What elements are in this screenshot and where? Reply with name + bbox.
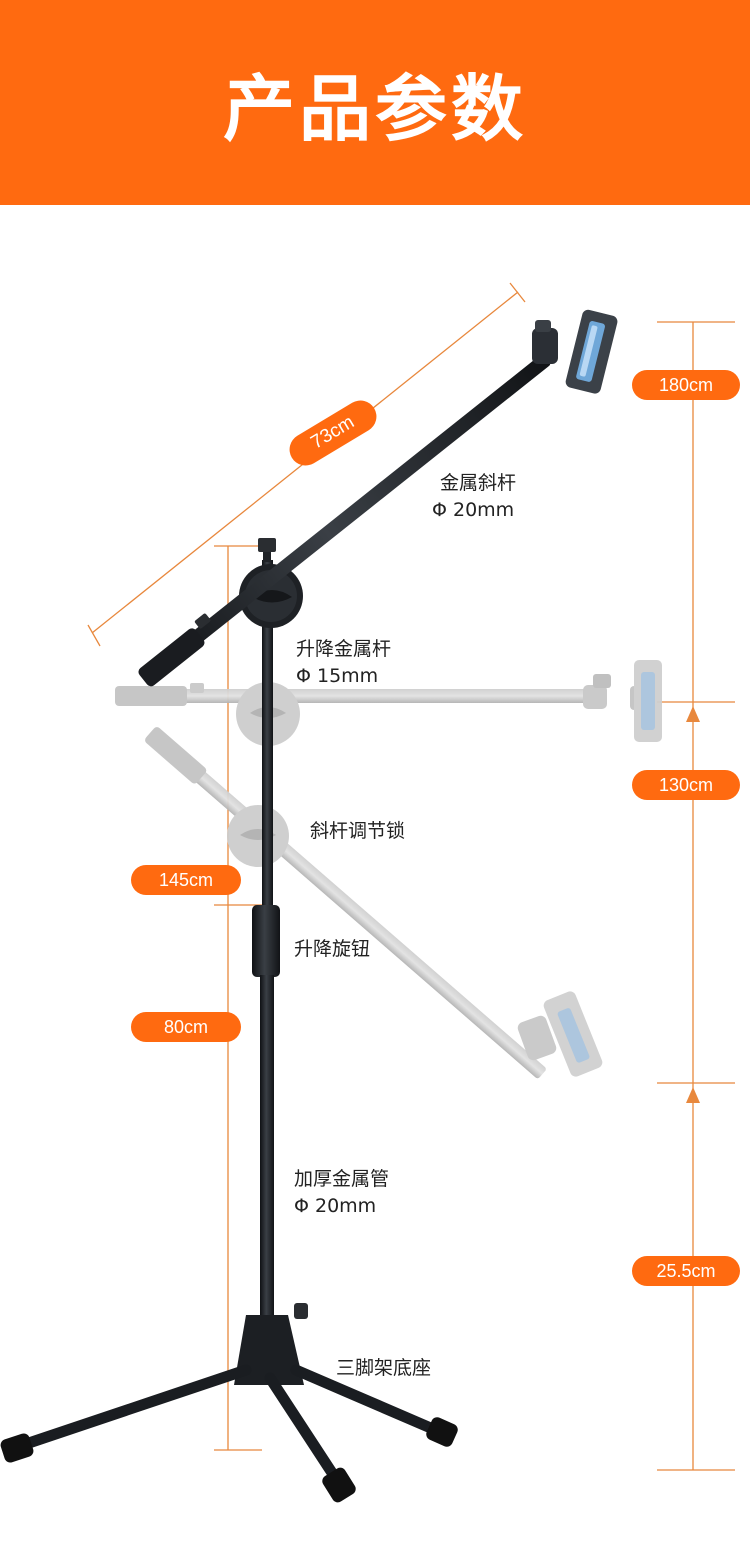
main-stand — [0, 309, 618, 1503]
lift-knob-name: 升降旋钮 — [294, 938, 371, 960]
left-lower-pill: 80cm — [131, 1012, 241, 1042]
left-total-pill: 145cm — [131, 865, 241, 895]
header-banner: 产品参数 — [0, 0, 750, 205]
page-title: 产品参数 — [222, 67, 527, 151]
label-boom-arm: 金属斜杆 Φ 20mm — [432, 470, 517, 524]
tripod-base-name: 三脚架底座 — [336, 1357, 432, 1379]
boom-arm-name: 金属斜杆 — [440, 472, 517, 494]
label-boom-lock: 斜杆调节锁 — [310, 818, 405, 845]
mid-height-pill: 130cm — [632, 770, 740, 800]
boom-arm-spec: Φ 20mm — [432, 499, 515, 521]
boom-lock-name: 斜杆调节锁 — [310, 820, 406, 842]
base-height-pill: 25.5cm — [632, 1256, 740, 1286]
dimension-arrows — [686, 706, 700, 1103]
label-lift-rod: 升降金属杆 Φ 15mm — [296, 636, 391, 690]
label-lift-knob: 升降旋钮 — [294, 936, 370, 963]
lift-rod-name: 升降金属杆 — [296, 638, 392, 660]
label-tripod-base: 三脚架底座 — [336, 1355, 431, 1382]
main-tube-name: 加厚金属管 — [294, 1168, 390, 1190]
ghost-positions — [115, 660, 662, 1079]
label-main-tube: 加厚金属管 Φ 20mm — [294, 1166, 389, 1220]
lift-rod-spec: Φ 15mm — [296, 665, 379, 687]
max-height-pill: 180cm — [632, 370, 740, 400]
main-tube-spec: Φ 20mm — [294, 1195, 377, 1217]
